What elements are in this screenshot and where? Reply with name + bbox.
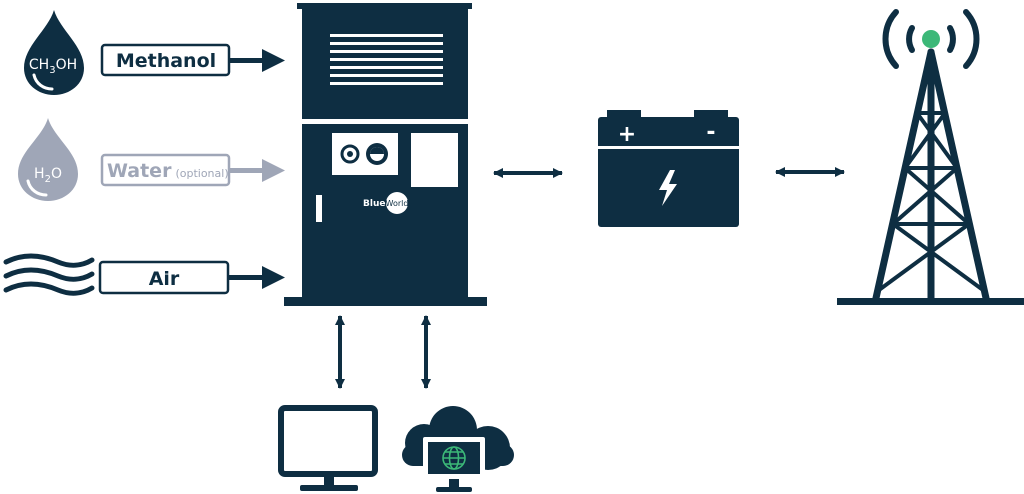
water-formula-prefix: H (34, 166, 45, 182)
brand-logo-left: Blue (363, 199, 385, 209)
radio-tower-icon (837, 9, 1024, 305)
cloud-icon (402, 406, 514, 492)
water-label: Water (107, 160, 172, 182)
lightning-icon (659, 170, 677, 206)
battery-icon: + - (598, 110, 739, 227)
water-optional-note: (optional) (175, 167, 228, 180)
water-formula-sub: 2 (45, 174, 51, 185)
methanol-label: Methanol (116, 50, 216, 72)
svg-text:CH3OH: CH3OH (29, 57, 77, 76)
battery-plus: + (618, 122, 636, 147)
water-arrow-icon (229, 159, 285, 182)
air-arrow-icon (228, 266, 285, 289)
air-waves-icon (3, 253, 95, 296)
water-formula-suffix: O (51, 166, 62, 182)
fuel-cell-unit-icon: Blue World (284, 3, 487, 306)
methanol-droplet-icon: CH3OH (24, 10, 84, 95)
svg-text:H2O: H2O (34, 166, 62, 185)
methanol-arrow-icon (229, 49, 285, 72)
monitor-icon (278, 405, 378, 491)
air-label: Air (149, 268, 180, 290)
methanol-formula-sub: 3 (49, 65, 55, 76)
brand-logo-right: World (386, 199, 409, 208)
svg-text:Water(optional): Water(optional) (107, 160, 229, 182)
methanol-formula-prefix: CH (29, 57, 49, 73)
water-droplet-icon: H2O (18, 118, 78, 201)
battery-minus: - (706, 120, 715, 145)
globe-icon (442, 446, 466, 470)
methanol-formula-suffix: OH (56, 57, 78, 73)
